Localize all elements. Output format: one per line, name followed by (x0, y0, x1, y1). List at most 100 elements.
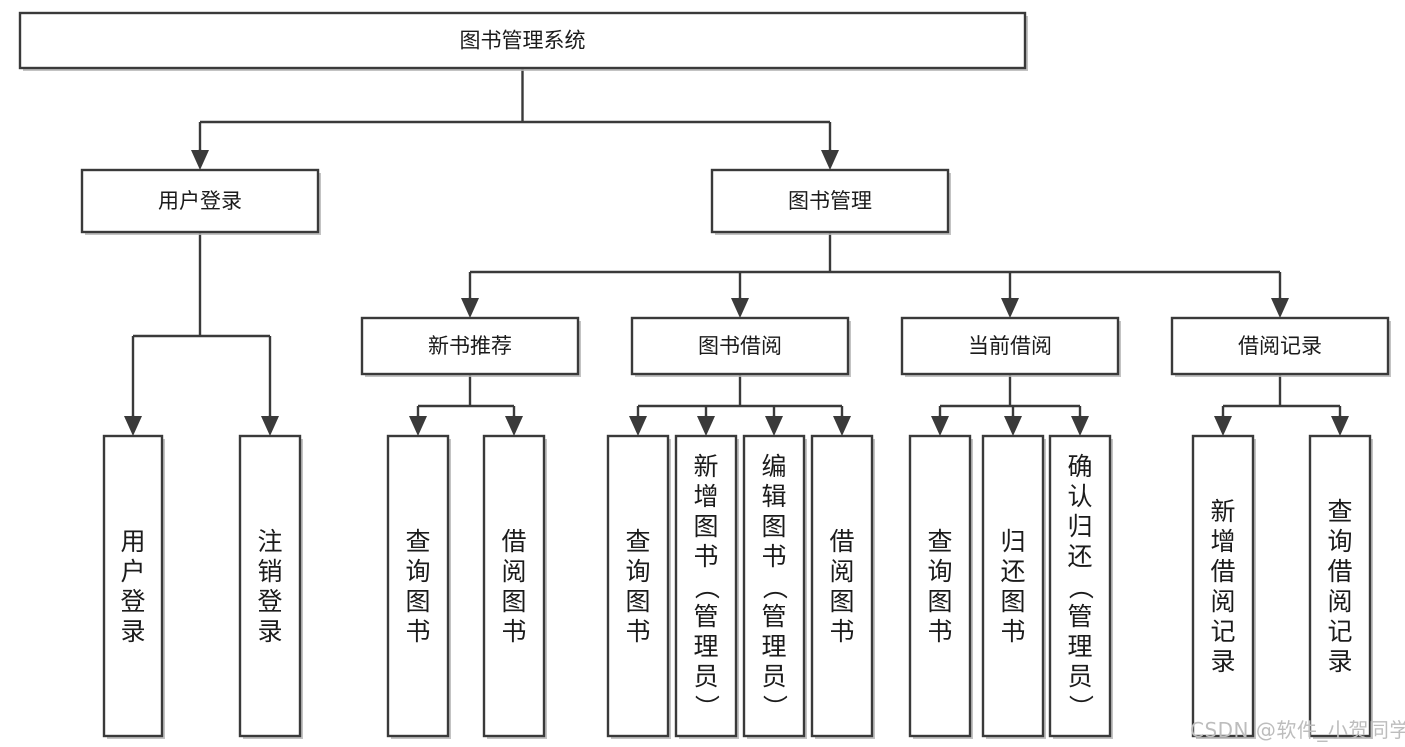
connectors-layer (124, 68, 1349, 436)
node-label-char: 查 (625, 527, 650, 556)
arrow-to-leaf (261, 416, 279, 436)
node-label-char: 询 (625, 557, 650, 586)
node-label-char: 询 (1327, 527, 1352, 556)
node-label-char: 记 (1210, 617, 1235, 646)
node-label-char: 还 (1000, 557, 1025, 586)
node-label-char: （ (692, 574, 721, 599)
node-label-char: 阅 (1327, 587, 1352, 616)
node-label-char: 户 (120, 557, 145, 586)
node-label-char: 查 (405, 527, 430, 556)
node-label-char: ） (1066, 694, 1095, 719)
node-label-char: 归 (1067, 512, 1092, 541)
node-label-char: 图 (405, 587, 430, 616)
arrow-to-leaf (505, 416, 523, 436)
arrow-to-level2 (821, 150, 839, 170)
arrow-to-leaf (1214, 416, 1232, 436)
node-label-char: 管 (1067, 602, 1092, 631)
node-label-char: 理 (1067, 632, 1092, 661)
node-l3-借阅记录-3[interactable]: 借阅记录 (1170, 316, 1391, 377)
node-label-char: 书 (927, 617, 952, 646)
node-label: 新书推荐 (428, 334, 512, 358)
node-label-char: （ (760, 574, 789, 599)
node-label: 图书借阅 (698, 334, 782, 358)
node-l3-新书推荐-0[interactable]: 新书推荐 (360, 316, 581, 377)
node-label-char: 员 (761, 662, 786, 691)
arrow-to-leaf (629, 416, 647, 436)
node-label-char: 书 (829, 617, 854, 646)
node-label-char: 书 (501, 617, 526, 646)
node-label-char: 编 (761, 452, 786, 481)
node-label-char: 录 (1327, 647, 1352, 676)
node-label-char: 图 (625, 587, 650, 616)
node-label-char: 增 (693, 482, 718, 511)
node-label-char: 阅 (829, 557, 854, 586)
node-l2-用户登录-0[interactable]: 用户登录 (80, 168, 321, 235)
node-label-char: ） (760, 694, 789, 719)
node-label-char: 登 (257, 587, 282, 616)
csdn-watermark: CSDN @软件_小贺同学 (1190, 718, 1405, 742)
node-label: 借阅记录 (1238, 334, 1322, 358)
node-label-char: 查 (927, 527, 952, 556)
node-label-char: 录 (120, 617, 145, 646)
node-label-char: 图 (1000, 587, 1025, 616)
node-label-char: 管 (693, 602, 718, 631)
node-label-char: 理 (761, 632, 786, 661)
node-label: 用户登录 (158, 189, 242, 213)
node-leaf-用户登录-0[interactable]: 用户登录 (102, 434, 165, 739)
node-l3-图书借阅-1[interactable]: 图书借阅 (630, 316, 851, 377)
node-label: 当前借阅 (968, 334, 1052, 358)
node-label-char: 记 (1327, 617, 1352, 646)
node-label-char: 辑 (761, 482, 786, 511)
node-root-图书管理系统-0[interactable]: 图书管理系统 (18, 11, 1028, 71)
arrow-to-leaf (1004, 416, 1022, 436)
node-label-char: 图 (927, 587, 952, 616)
node-label-char: 询 (927, 557, 952, 586)
node-label-char: 注 (257, 527, 282, 556)
node-label-char: 图 (761, 512, 786, 541)
node-label-char: 图 (693, 512, 718, 541)
node-label-char: 销 (257, 557, 282, 586)
node-label-char: 书 (625, 617, 650, 646)
node-label-char: 借 (1327, 557, 1352, 586)
node-label-char: 新 (1210, 497, 1235, 526)
node-label-char: 询 (405, 557, 430, 586)
node-label-char: 登 (120, 587, 145, 616)
node-label-char: （ (1066, 574, 1095, 599)
node-label-char: 书 (693, 542, 718, 571)
node-l3-当前借阅-2[interactable]: 当前借阅 (900, 316, 1121, 377)
node-label: 图书管理 (788, 189, 872, 213)
boxes-layer: 图书管理系统用户登录图书管理新书推荐图书借阅当前借阅借阅记录用户登录注销登录查询… (18, 11, 1391, 739)
node-label-char: 阅 (501, 557, 526, 586)
node-label-char: 借 (829, 527, 854, 556)
node-label-char: 理 (693, 632, 718, 661)
node-label-char: 阅 (1210, 587, 1235, 616)
node-l2-图书管理-1[interactable]: 图书管理 (710, 168, 951, 235)
node-label-char: 查 (1327, 497, 1352, 526)
node-label-char: ） (692, 694, 721, 719)
node-label-char: 员 (1067, 662, 1092, 691)
arrow-to-level3 (731, 298, 749, 318)
node-label-char: 借 (501, 527, 526, 556)
node-label-char: 归 (1000, 527, 1025, 556)
node-label-char: 管 (761, 602, 786, 631)
node-label-char: 员 (693, 662, 718, 691)
node-label-char: 图 (501, 587, 526, 616)
node-label-char: 图 (829, 587, 854, 616)
arrow-to-leaf (697, 416, 715, 436)
node-label-char: 还 (1067, 542, 1092, 571)
arrow-to-leaf (931, 416, 949, 436)
